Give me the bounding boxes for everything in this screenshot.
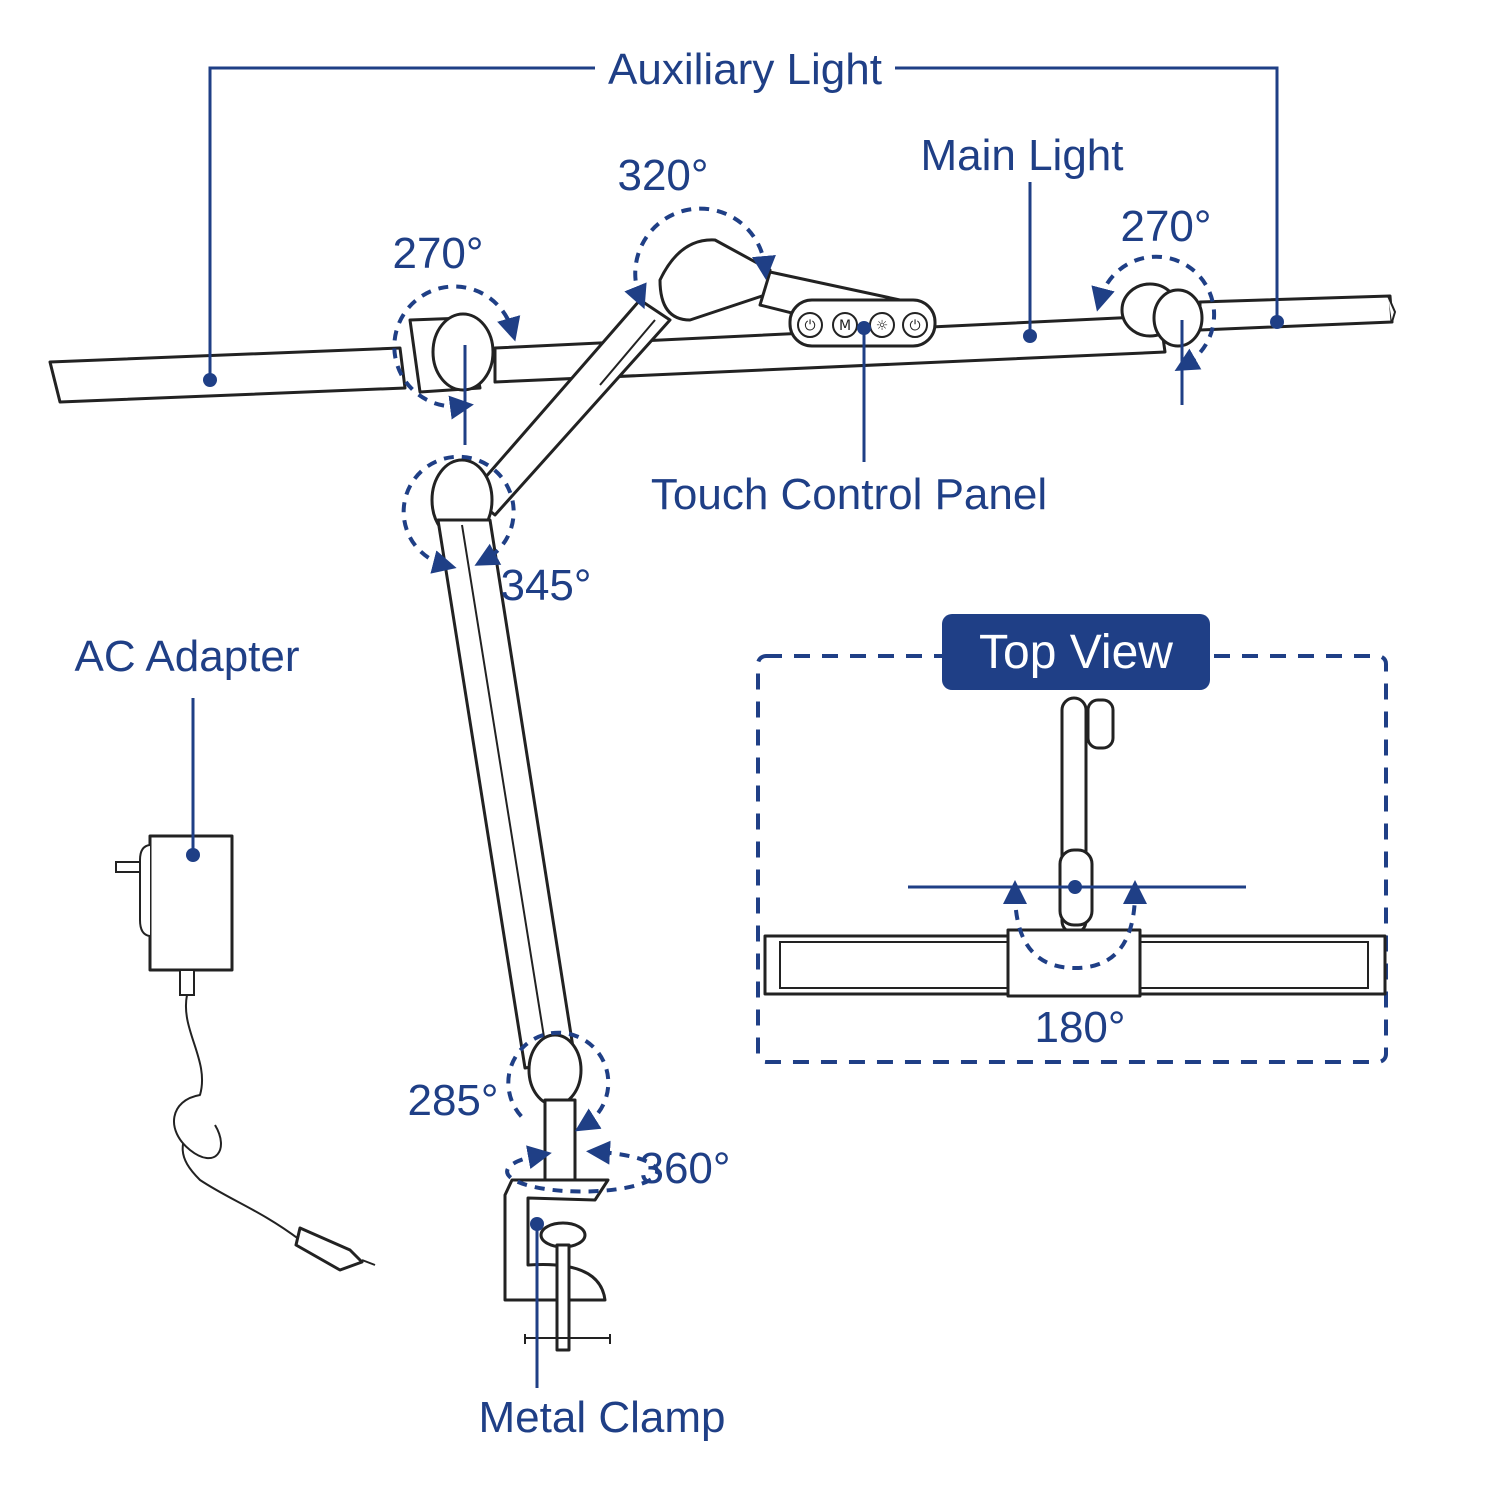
power-button-icon[interactable] bbox=[797, 312, 823, 338]
metal-clamp-label: Metal Clamp bbox=[479, 1393, 726, 1442]
main-light-dot bbox=[1023, 329, 1037, 343]
control-panel-buttons: ⏻ M ☼ ⏻ bbox=[797, 312, 928, 338]
left-auxiliary-bar bbox=[48, 346, 407, 404]
callout-lines bbox=[186, 66, 1284, 1388]
auxiliary-light-right-dot bbox=[1270, 315, 1284, 329]
left-hinge-rotation-arrow bbox=[392, 284, 521, 420]
touch-control-panel-label: Touch Control Panel bbox=[651, 470, 1047, 519]
base-swivel-arrow bbox=[505, 1140, 660, 1194]
mode-button-icon[interactable] bbox=[832, 312, 858, 338]
upper-arm bbox=[468, 298, 672, 517]
ac-adapter-label: AC Adapter bbox=[74, 632, 299, 681]
brightness-button-glyph: ☼ bbox=[876, 318, 889, 334]
lower-elbow-angle: 285° bbox=[407, 1076, 498, 1125]
metal-clamp-dot bbox=[530, 1217, 544, 1231]
top-view-pivot-dot bbox=[1068, 880, 1082, 894]
auxiliary-light-label: Auxiliary Light bbox=[608, 45, 882, 94]
text-labels: Auxiliary Light Main Light Touch Control… bbox=[74, 45, 1211, 1442]
aux-power-button-icon[interactable] bbox=[902, 312, 928, 338]
auxiliary-light-left-dot bbox=[203, 373, 217, 387]
power-button-glyph: ⏻ bbox=[804, 318, 815, 334]
top-view-rotation-angle: 180° bbox=[1034, 1003, 1125, 1052]
head-tilt-angle: 320° bbox=[617, 151, 708, 200]
base-post bbox=[543, 1098, 577, 1190]
right-auxiliary-bar bbox=[1198, 294, 1397, 332]
top-view-title: Top View bbox=[979, 626, 1173, 679]
top-view-inset: Top View 180° bbox=[756, 614, 1388, 1064]
base-swivel-angle: 360° bbox=[639, 1144, 730, 1193]
auxiliary-light-callout bbox=[208, 66, 1279, 378]
top-view-badge bbox=[942, 614, 1210, 690]
top-view-frame bbox=[756, 654, 1388, 1064]
lower-elbow-rotation-arrow bbox=[506, 1030, 611, 1132]
top-view-lamp bbox=[763, 696, 1387, 998]
metal-clamp-body bbox=[503, 1178, 611, 1352]
main-light-label: Main Light bbox=[920, 131, 1123, 180]
ac-adapter-illustration bbox=[115, 834, 376, 1272]
mode-button-glyph: M bbox=[839, 318, 851, 334]
aux-power-button-glyph: ⏻ bbox=[909, 318, 920, 334]
left-hinge bbox=[408, 312, 495, 394]
top-view-rotation-arrow bbox=[1003, 880, 1147, 971]
touch-panel-dot bbox=[857, 321, 871, 335]
upper-elbow-angle: 345° bbox=[500, 561, 591, 610]
upper-elbow-rotation-arrow bbox=[401, 454, 516, 574]
head-rotation-arrow bbox=[624, 206, 776, 310]
left-hinge-angle: 270° bbox=[392, 229, 483, 278]
rotation-indicators bbox=[392, 206, 1217, 1194]
right-hinge-rotation-arrow bbox=[1091, 254, 1217, 371]
ac-adapter-dot bbox=[186, 848, 200, 862]
right-hinge-angle: 270° bbox=[1120, 202, 1211, 251]
lower-elbow-joint bbox=[527, 1033, 583, 1107]
